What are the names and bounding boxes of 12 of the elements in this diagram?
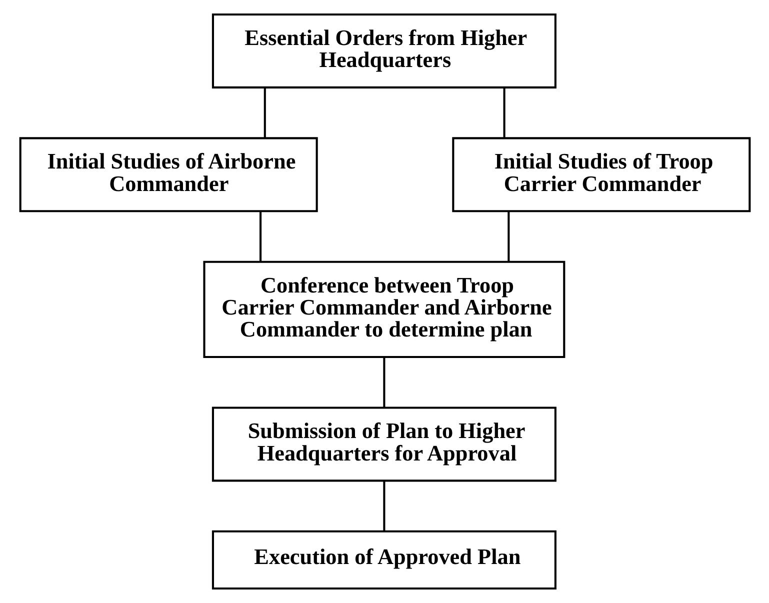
node-box: Submission of Plan to Higher Headquarters for Approval xyxy=(211,406,556,482)
connector xyxy=(502,88,505,138)
connector xyxy=(507,212,510,262)
connector xyxy=(382,357,385,408)
connector xyxy=(263,88,266,138)
node-box: Conference between Troop Carrier Commander and Airborne Commander to determine plan xyxy=(202,260,565,358)
node-box: Initial Studies of Airborne Commander xyxy=(18,137,318,212)
node-box: Essential Orders from Higher Headquarters xyxy=(211,14,556,88)
connector xyxy=(259,212,262,262)
node-box: Execution of Approved Plan xyxy=(211,530,556,590)
connector xyxy=(382,480,385,531)
node-box: Initial Studies of Troop Carrier Commander xyxy=(452,137,750,212)
